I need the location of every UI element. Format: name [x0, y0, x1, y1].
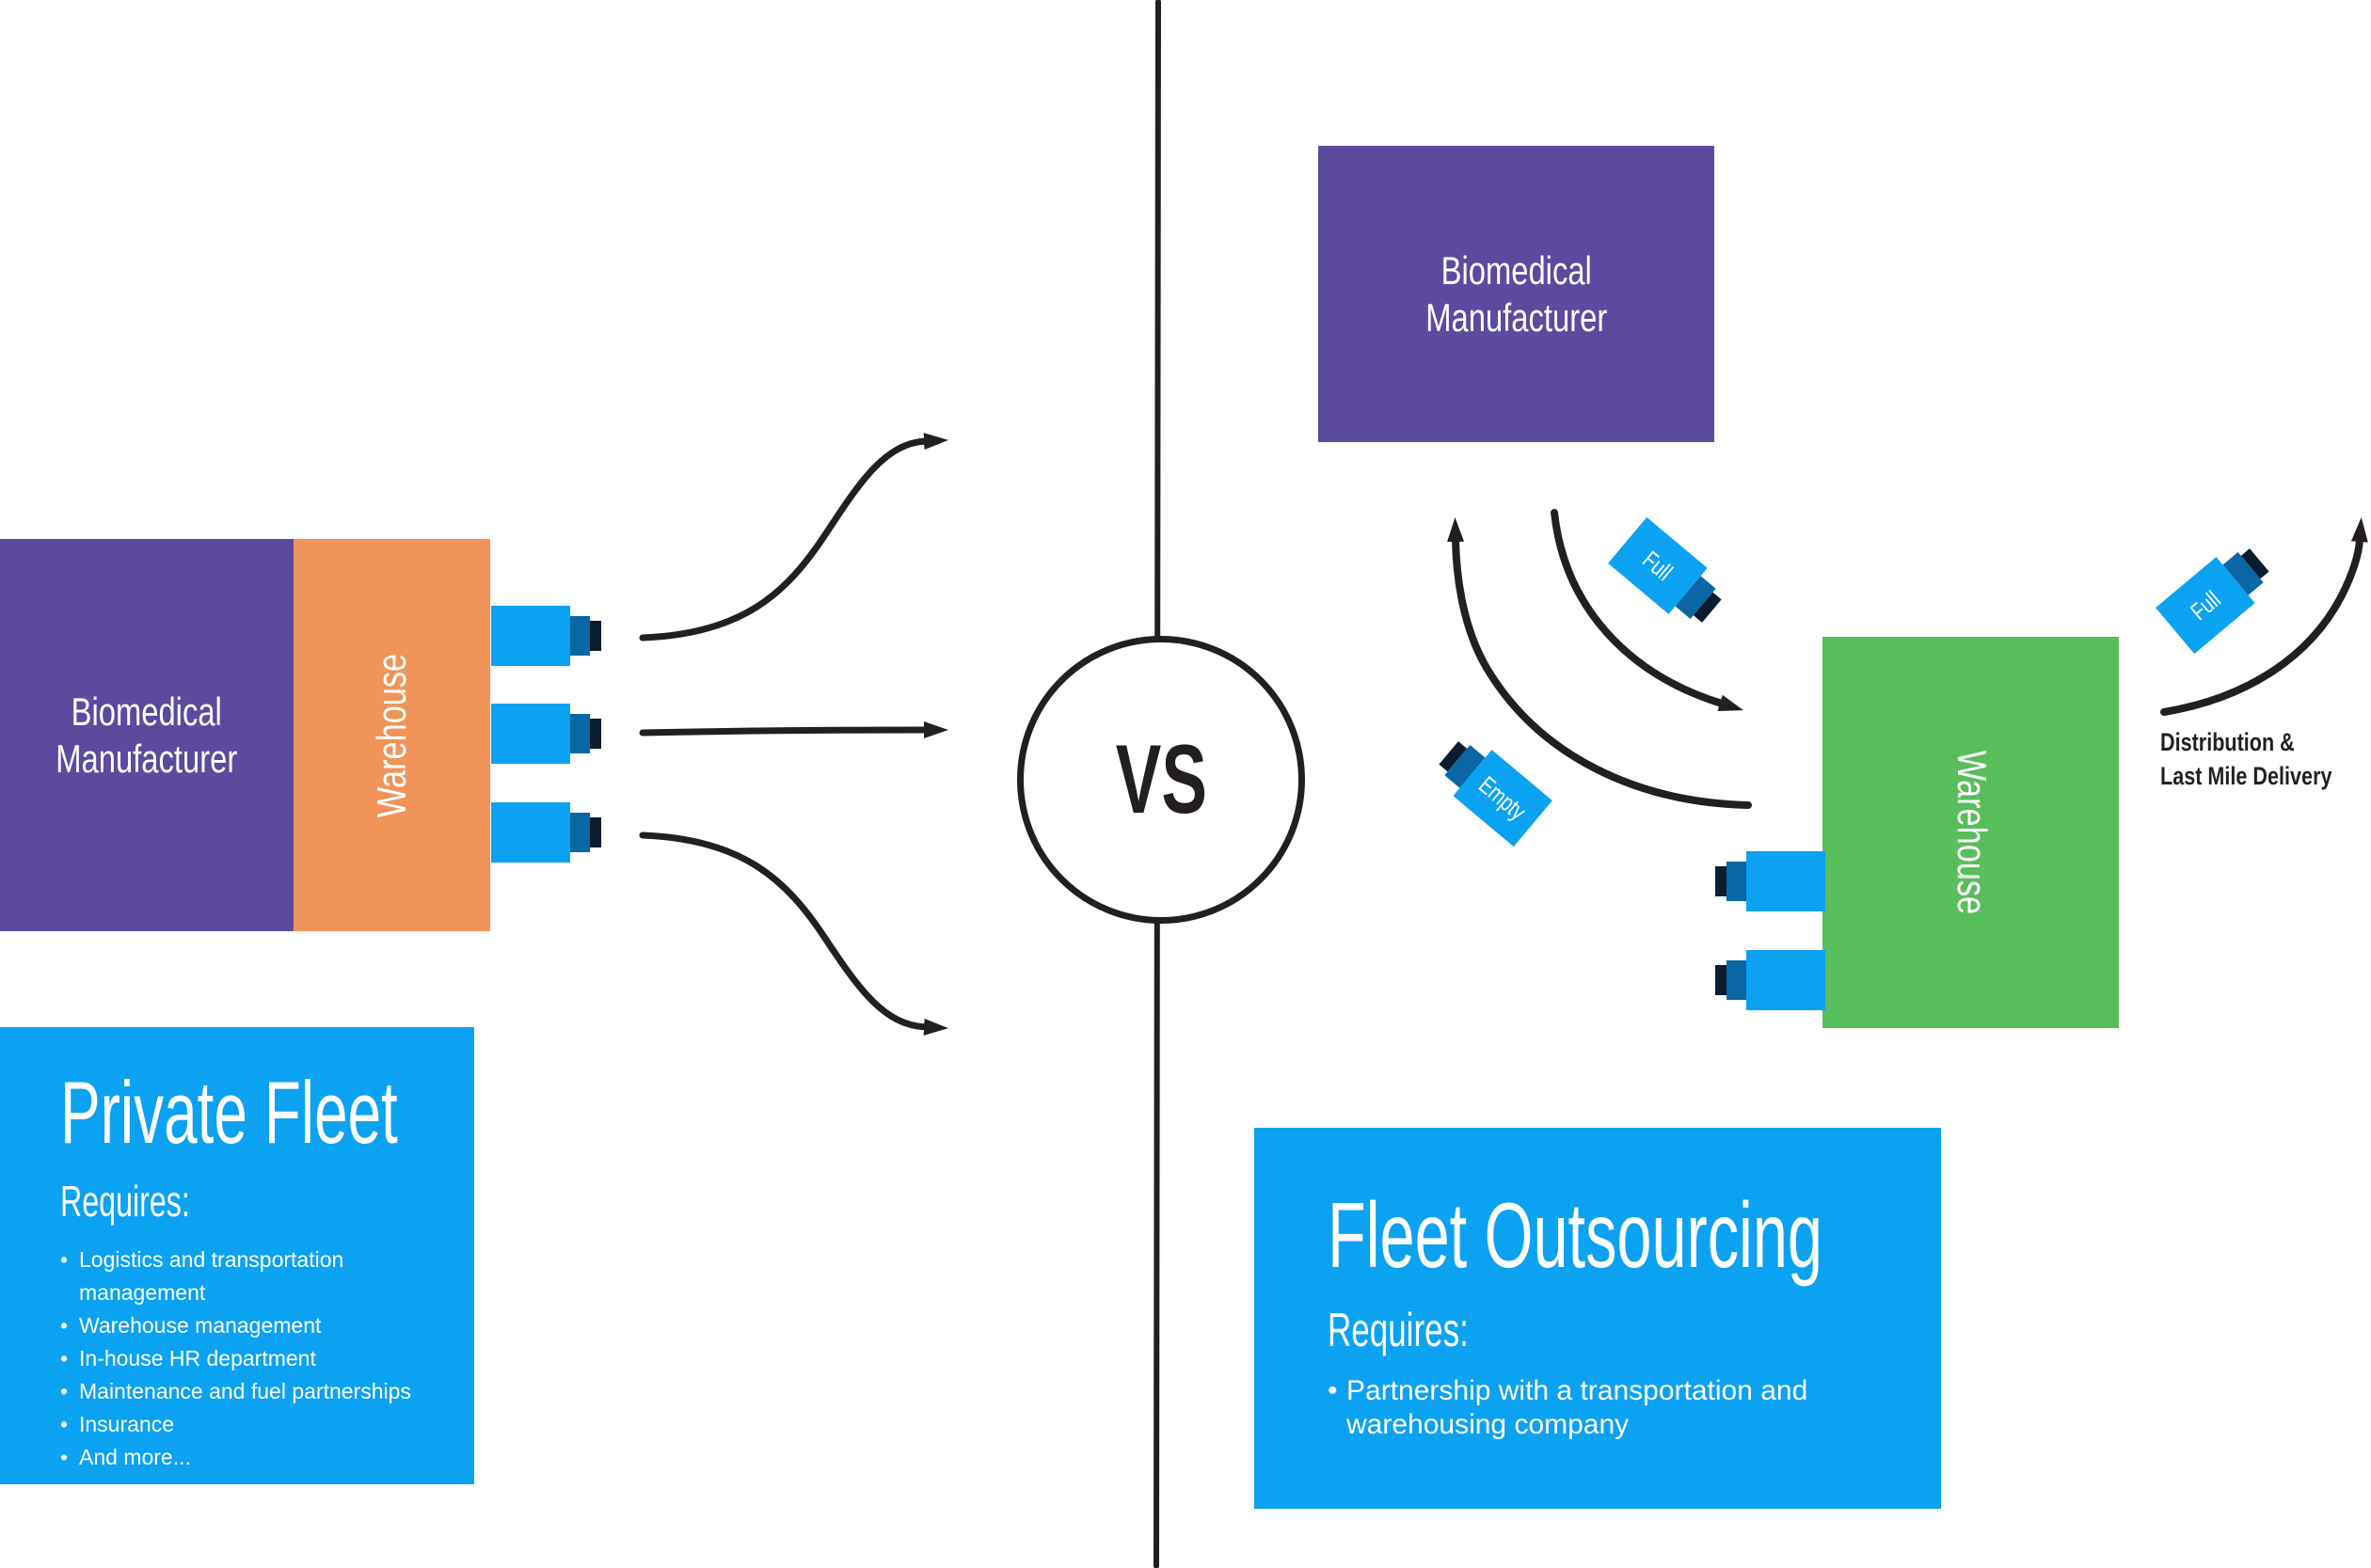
truck-icon: [491, 606, 601, 666]
truck-cab: [1727, 960, 1746, 1000]
private-fleet-panel: Private Fleet Requires: • Logistics and …: [0, 1027, 474, 1484]
truck-front: [590, 817, 601, 847]
bullet-icon: •: [60, 1345, 69, 1370]
list-item: • Partnership with a transportation and …: [1328, 1374, 1808, 1440]
fleet-outsourcing-title: Fleet Outsourcing: [1328, 1183, 1822, 1287]
right-biomedical-manufacturer-label: Biomedical Manufacturer: [1424, 247, 1607, 340]
left-biomedical-manufacturer-label: Biomedical Manufacturer: [56, 689, 238, 781]
truck-cab: [570, 616, 590, 656]
list-item: • Maintenance and fuel partnerships: [60, 1375, 446, 1408]
list-item: • And more...: [60, 1441, 446, 1474]
arrow-left-middle: [639, 721, 948, 739]
full-truck-icon: Full: [2156, 537, 2279, 655]
bullet-icon: •: [1328, 1374, 1338, 1406]
truck-body: [1746, 950, 1825, 1010]
right-warehouse-box: Warehouse: [1822, 637, 2119, 1028]
private-fleet-title: Private Fleet: [60, 1063, 398, 1162]
left-biomedical-manufacturer-box: Biomedical Manufacturer: [0, 539, 294, 931]
truck-front: [1715, 965, 1727, 995]
distribution-caption-line1: Distribution &: [2160, 728, 2295, 756]
truck-body: [491, 704, 570, 764]
vs-label: VS: [1115, 724, 1207, 834]
full-truck-icon: Full: [1608, 516, 1731, 634]
truck-body: [1746, 851, 1825, 911]
truck-body: [491, 606, 570, 666]
truck-cab: [1727, 862, 1746, 901]
right-biomedical-manufacturer-box: Biomedical Manufacturer: [1318, 146, 1714, 442]
list-item: • Warehouse management: [60, 1309, 446, 1342]
left-warehouse-box: Warehouse: [294, 539, 490, 931]
bullet-icon: •: [60, 1378, 69, 1403]
arrow-left-top: [639, 433, 948, 641]
truck-icon: [491, 802, 601, 863]
bullet-icon: •: [60, 1246, 69, 1272]
distribution-caption: Distribution & Last Mile Delivery: [2160, 726, 2331, 793]
bullet-icon: •: [60, 1444, 69, 1469]
bullet-icon: •: [60, 1312, 69, 1338]
truck-load-label: Full: [2184, 584, 2226, 626]
list-item: • In-house HR department: [60, 1342, 446, 1375]
truck-icon: [491, 704, 601, 764]
distribution-caption-line2: Last Mile Delivery: [2160, 761, 2332, 790]
fleet-outsourcing-requires-label: Requires:: [1328, 1303, 1469, 1356]
bullet-icon: •: [60, 1411, 69, 1436]
empty-truck-icon: Empty: [1429, 730, 1552, 847]
list-item: • Insurance: [60, 1408, 446, 1441]
list-item: • Logistics and transportation managemen…: [60, 1243, 446, 1309]
vs-badge: VS: [1017, 636, 1305, 924]
truck-front: [1715, 866, 1727, 896]
truck-icon: [1715, 851, 1825, 911]
truck-icon: [1715, 950, 1825, 1010]
fleet-outsourcing-panel: Fleet Outsourcing Requires: • Partnershi…: [1254, 1128, 1941, 1509]
fleet-outsourcing-requirements-list: • Partnership with a transportation and …: [1328, 1374, 1913, 1442]
right-warehouse-label: Warehouse: [1948, 750, 1995, 915]
truck-body: [491, 802, 570, 863]
private-fleet-requirements-list: • Logistics and transportation managemen…: [60, 1243, 446, 1474]
truck-front: [590, 719, 601, 749]
truck-cab: [570, 714, 590, 753]
truck-load-label: Full: [1637, 545, 1679, 586]
arrow-left-bottom: [639, 832, 948, 1036]
truck-load-label: Empty: [1473, 769, 1533, 826]
private-fleet-requires-label: Requires:: [60, 1176, 190, 1226]
truck-cab: [570, 813, 590, 852]
left-warehouse-label: Warehouse: [368, 653, 415, 817]
truck-front: [590, 621, 601, 651]
